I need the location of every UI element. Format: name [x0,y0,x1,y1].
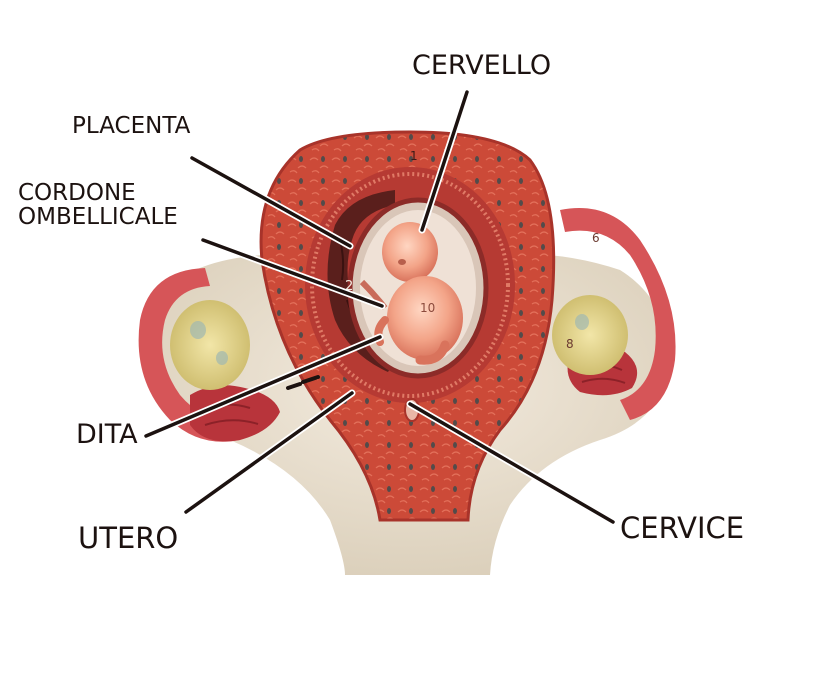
label-placenta: PLACENTA [72,113,191,139]
model-mark-6: 6 [592,231,600,245]
label-cordone-ombellicale: CORDONE OMBELLICALE [18,181,178,229]
model-mark-8: 8 [566,337,574,351]
model-mark-10: 10 [420,301,435,315]
label-cordone-line1: CORDONE [18,180,136,206]
left-fimbriae [190,385,280,442]
model-mark-1: 1 [410,149,418,163]
placenta [327,190,395,372]
leader-lines [142,88,617,526]
label-cervello: CERVELLO [412,50,552,81]
leader-dita [144,335,382,438]
label-utero: UTERO [78,521,179,555]
leader-utero [184,391,354,514]
label-cervice: CERVICE [620,511,745,545]
left-fallopian-tube [138,268,245,442]
leader-cordone [201,238,384,308]
leader-placenta [190,156,352,248]
leader-cervello [420,90,469,232]
model-mark-2: 2 [345,279,353,294]
label-dita: DITA [76,419,138,450]
left-ovary [170,300,250,390]
right-fallopian-tube [560,208,676,420]
label-cordone-line2: OMBELLICALE [18,204,178,231]
right-ovary [552,295,628,375]
leader-cervice [408,402,615,524]
